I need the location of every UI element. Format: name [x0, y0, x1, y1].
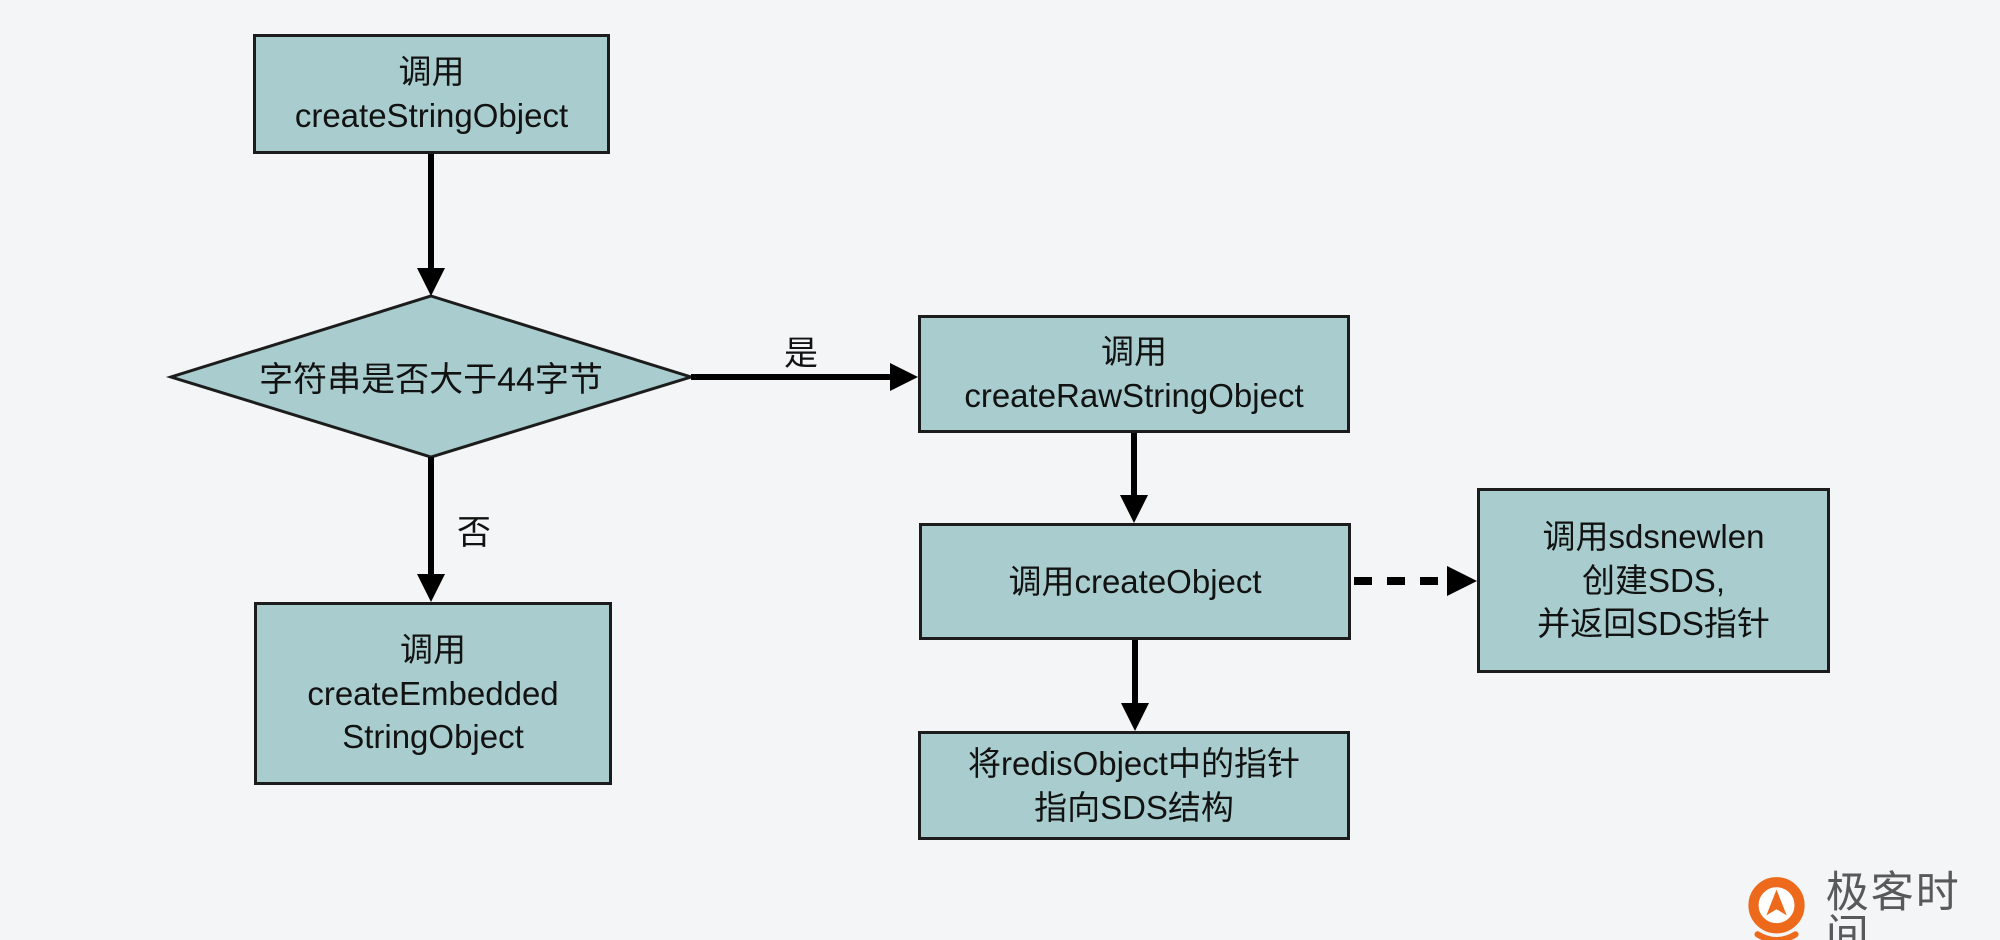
decision-length-check: 字符串是否大于44字节 — [171, 296, 691, 457]
arrow-createobject-to-assign — [1121, 640, 1149, 731]
node-sdsnewlen-label: 调用sdsnewlen 创建SDS, 并返回SDS指针 — [1537, 518, 1770, 643]
node-create-raw-string-object: 调用 createRawStringObject — [918, 315, 1350, 433]
node-create-object-label: 调用createObject — [1008, 562, 1262, 600]
dashed-arrow-createobject-to-sdsnewlen — [1354, 566, 1477, 596]
node-sdsnewlen: 调用sdsnewlen 创建SDS, 并返回SDS指针 — [1477, 488, 1830, 673]
branch-label-yes: 是 — [784, 334, 818, 373]
node-create-object: 调用createObject — [919, 523, 1351, 640]
arrow-createstring-to-decision — [417, 154, 445, 296]
geektime-logo-text: 极客时间 — [1825, 869, 1961, 940]
arrow-decision-to-raw — [691, 363, 918, 391]
node-create-string-object: 调用 createStringObject — [253, 34, 610, 154]
geektime-logo: 极客时间 — [1744, 866, 2000, 940]
arrow-decision-to-embedded — [417, 457, 445, 602]
node-assign-sds-pointer-label: 将redisObject中的指针 指向SDS结构 — [968, 744, 1300, 826]
decision-length-check-label: 字符串是否大于44字节 — [259, 361, 603, 399]
node-assign-sds-pointer: 将redisObject中的指针 指向SDS结构 — [918, 731, 1350, 840]
arrow-raw-to-createobject — [1120, 433, 1148, 523]
node-create-string-object-label: 调用 createStringObject — [294, 53, 569, 134]
geektime-logo-icon — [1748, 877, 1805, 940]
branch-label-no: 否 — [457, 513, 491, 552]
node-create-embedded-string-object: 调用 createEmbedded StringObject — [254, 602, 612, 785]
node-create-raw-string-object-label: 调用 createRawStringObject — [964, 333, 1304, 414]
node-create-embedded-string-object-label: 调用 createEmbedded StringObject — [307, 631, 559, 756]
